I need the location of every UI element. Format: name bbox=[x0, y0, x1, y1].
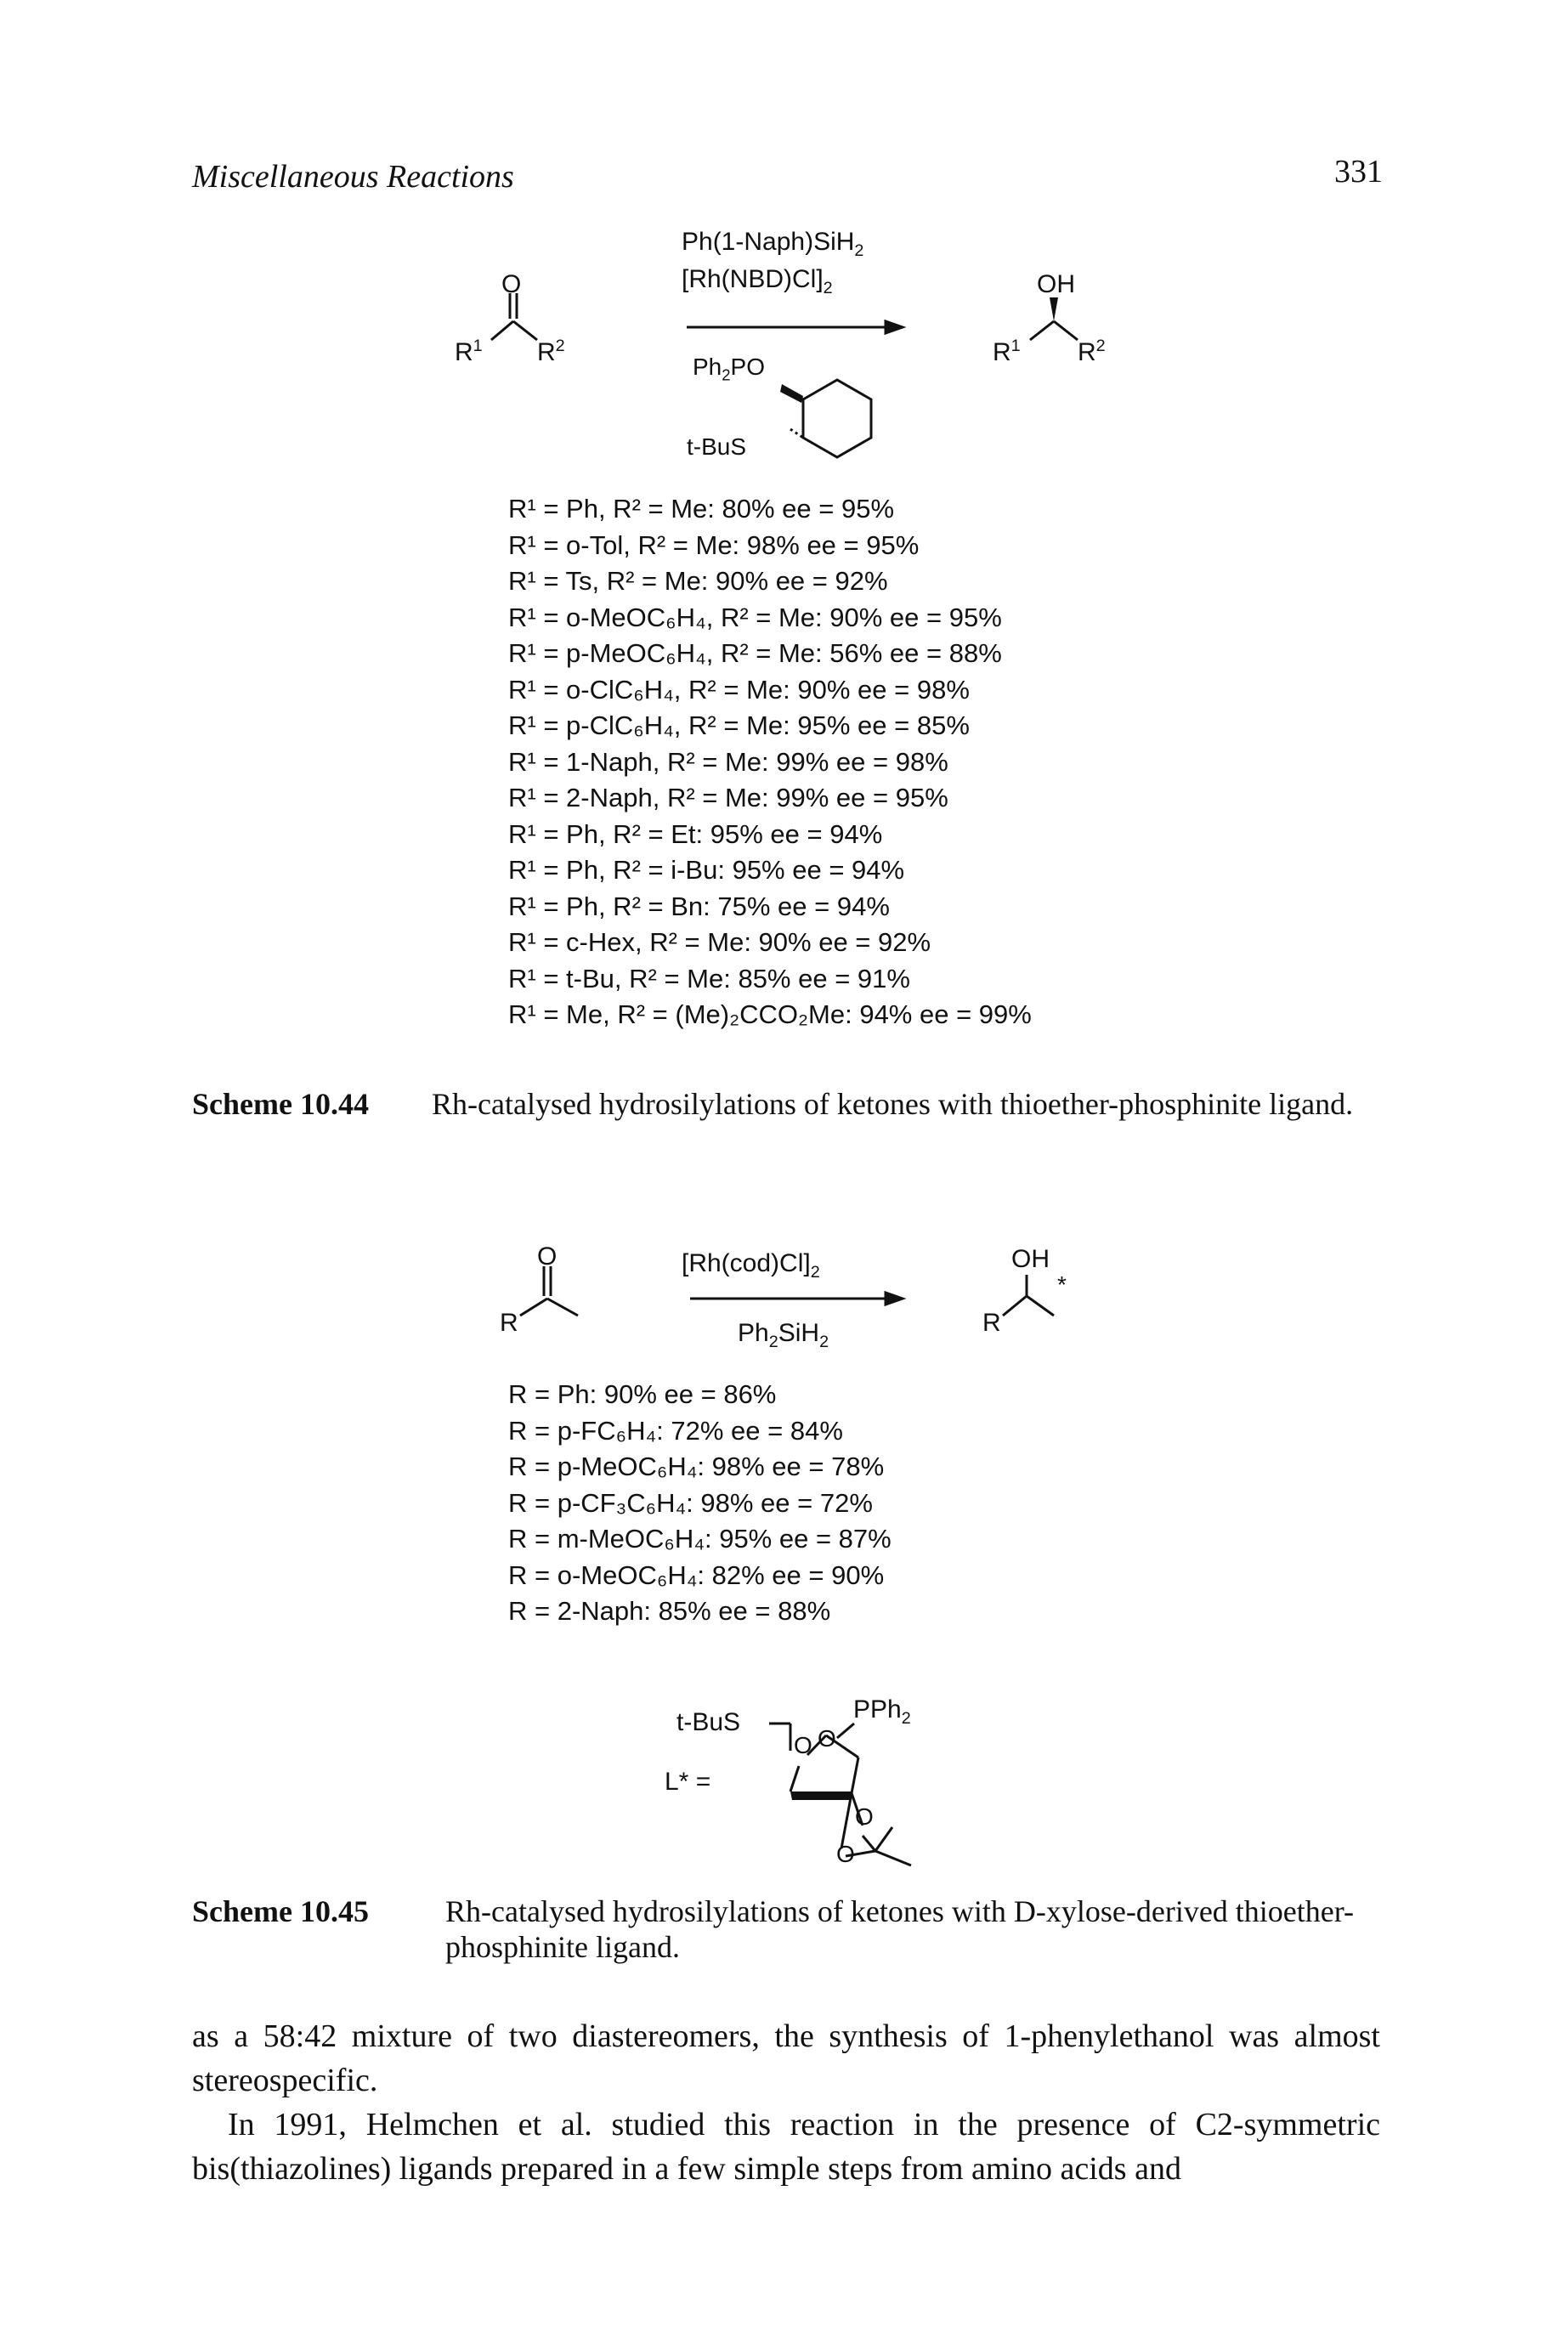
result-row: R¹ = 2-Naph, R² = Me: 99% ee = 95% bbox=[508, 783, 948, 812]
result-row: R¹ = t-Bu, R² = Me: 85% ee = 91% bbox=[508, 963, 910, 993]
reaction-arrow bbox=[687, 319, 907, 336]
result-row: R = p-FC₆H₄: 72% ee = 84% bbox=[508, 1415, 843, 1446]
ketone-r: R bbox=[500, 1309, 518, 1337]
wedge-bond bbox=[780, 384, 803, 403]
scheme-10-44-structures bbox=[490, 293, 1078, 459]
reagent-silane: Ph(1-Naph)SiH2 bbox=[682, 228, 864, 260]
product-r: R bbox=[982, 1309, 1001, 1337]
result-row: R¹ = p-MeOC₆H₄, R² = Me: 56% ee = 88% bbox=[508, 638, 1002, 668]
result-row: R¹ = 1-Naph, R² = Me: 99% ee = 98% bbox=[508, 746, 948, 777]
caption-label: Scheme 10.44 bbox=[192, 1087, 369, 1121]
ligand-oxygen-2: O bbox=[818, 1725, 836, 1752]
ligand-ph2po: Ph2PO bbox=[693, 354, 765, 384]
stereo-wedge bbox=[1050, 297, 1058, 321]
reagent-rh-cod: [Rh(cod)Cl]2 bbox=[682, 1249, 820, 1282]
paragraph: In 1991, Helmchen et al. studied this re… bbox=[192, 2107, 1380, 2187]
result-row: R¹ = p-ClC₆H₄, R² = Me: 95% ee = 85% bbox=[508, 710, 970, 740]
ketone-r2: R2 bbox=[537, 337, 565, 366]
alcohol-structure bbox=[1029, 320, 1078, 342]
result-row: R¹ = Me, R² = (Me)₂CCO₂Me: 94% ee = 99% bbox=[508, 999, 1032, 1029]
result-row: R¹ = o-Tol, R² = Me: 98% ee = 95% bbox=[508, 529, 920, 560]
scheme-10-45-structures bbox=[519, 1266, 1055, 1867]
result-row: R = o-MeOC₆H₄: 82% ee = 90% bbox=[508, 1559, 885, 1590]
scheme-10-44-caption: Scheme 10.44 Rh-catalysed hydrosilylatio… bbox=[192, 1086, 1382, 1163]
result-row: R¹ = c-Hex, R² = Me: 90% ee = 92% bbox=[508, 927, 931, 957]
caption-text: Rh-catalysed hydrosilylations of ketones… bbox=[432, 1087, 1354, 1121]
ketone-r1: R1 bbox=[455, 337, 483, 366]
ligand-oxygen-1: O bbox=[794, 1732, 812, 1758]
body-text: as a 58:42 mixture of two diastereomers,… bbox=[192, 2014, 1380, 2191]
result-row: R¹ = Ph, R² = Me: 80% ee = 95% bbox=[508, 494, 895, 524]
product-r1: R1 bbox=[993, 337, 1021, 366]
reaction-arrow-2 bbox=[690, 1290, 907, 1307]
xylose-ligand bbox=[769, 1722, 912, 1867]
ligand-tbus-2: t-BuS bbox=[676, 1708, 741, 1736]
ring-bold-bond bbox=[790, 1791, 852, 1800]
scheme-10-44-results: R¹ = Ph, R² = Me: 80% ee = 95% R¹ = o-To… bbox=[508, 491, 1032, 1033]
ketone-structure bbox=[490, 293, 538, 342]
caption-text: Rh-catalysed hydrosilylations of ketones… bbox=[445, 1894, 1355, 1964]
ligand-oxygen-3: O bbox=[855, 1803, 874, 1830]
result-row: R = Ph: 90% ee = 86% bbox=[508, 1379, 777, 1409]
product-r2: R2 bbox=[1078, 337, 1106, 366]
result-row: R¹ = o-ClC₆H₄, R² = Me: 90% ee = 98% bbox=[508, 674, 970, 705]
result-row: R = p-CF₃C₆H₄: 98% ee = 72% bbox=[508, 1487, 873, 1518]
scheme-10-45-results: R = Ph: 90% ee = 86% R = p-FC₆H₄: 72% ee… bbox=[508, 1377, 892, 1630]
paragraph: as a 58:42 mixture of two diastereomers,… bbox=[192, 2018, 1380, 2098]
ligand-pph2: PPh2 bbox=[853, 1695, 911, 1728]
running-head: Miscellaneous Reactions bbox=[192, 159, 514, 195]
result-row: R¹ = Ph, R² = i-Bu: 95% ee = 94% bbox=[508, 855, 905, 885]
result-row: R = m-MeOC₆H₄: 95% ee = 87% bbox=[508, 1524, 892, 1554]
ligand-tbus: t-BuS bbox=[687, 433, 747, 460]
ketone-oxygen: O bbox=[501, 270, 522, 298]
ketone-oxygen-2: O bbox=[537, 1242, 558, 1271]
reagent-rh-catalyst: [Rh(NBD)Cl]2 bbox=[682, 265, 833, 297]
page-number: 331 bbox=[1334, 154, 1383, 190]
stereocenter-star: * bbox=[1057, 1271, 1067, 1298]
product-oh-2: OH bbox=[1011, 1245, 1050, 1273]
result-row: R¹ = o-MeOC₆H₄, R² = Me: 90% ee = 95% bbox=[508, 602, 1002, 632]
scheme-10-45-caption: Scheme 10.45 Rh-catalysed hydrosilylatio… bbox=[192, 1893, 1382, 1970]
result-row: R¹ = Ts, R² = Me: 90% ee = 92% bbox=[508, 566, 888, 596]
alcohol-structure-2 bbox=[1002, 1275, 1055, 1317]
result-row: R = 2-Naph: 85% ee = 88% bbox=[508, 1596, 831, 1626]
reagent-ph2sih2: Ph2SiH2 bbox=[738, 1319, 829, 1351]
result-row: R¹ = Ph, R² = Et: 95% ee = 94% bbox=[508, 818, 883, 849]
ketone-structure-2 bbox=[519, 1266, 579, 1317]
result-row: R¹ = Ph, R² = Bn: 75% ee = 94% bbox=[508, 891, 890, 921]
caption-label: Scheme 10.45 bbox=[192, 1894, 369, 1928]
ligand-oxygen-4: O bbox=[836, 1841, 855, 1867]
product-oh: OH bbox=[1037, 270, 1075, 298]
ligand-label: L* = bbox=[665, 1768, 711, 1796]
result-row: R = p-MeOC₆H₄: 98% ee = 78% bbox=[508, 1452, 885, 1481]
